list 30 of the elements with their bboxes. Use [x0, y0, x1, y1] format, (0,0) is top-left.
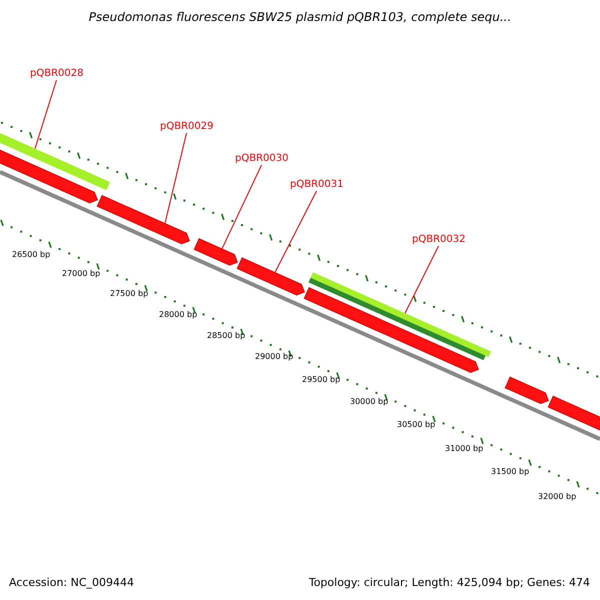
title: Pseudomonas fluorescens SBW25 plasmid pQBR103, complete sequ...: [88, 10, 512, 24]
scale-label: 26500 bp: [12, 250, 50, 260]
gene-feature: [304, 287, 479, 373]
gene-feature: [96, 195, 190, 244]
scale-label: 28500 bp: [207, 331, 246, 341]
leader-line: [34, 80, 57, 150]
gene-label: pQBR0031: [290, 179, 344, 191]
gene-feature: [194, 238, 238, 266]
scale-label: 31000 bp: [445, 444, 484, 454]
gene-feature: [236, 257, 305, 296]
leader-line: [222, 164, 262, 250]
scale-label: 29500 bp: [302, 375, 340, 385]
scale-label: 28000 bp: [159, 310, 198, 320]
leader-line: [404, 246, 439, 314]
scale-label: 32000 bp: [538, 492, 576, 502]
scale-label: 29000 bp: [255, 352, 294, 362]
gene-label: pQBR0030: [235, 153, 288, 165]
scale-label: 30000 bp: [350, 397, 388, 407]
gene-label: pQBR0028: [30, 68, 84, 80]
footer-text: Topology: circular; Length: 425,094 bp; Genes: 474: [308, 576, 590, 589]
scale-label: 27000 bp: [62, 269, 100, 279]
leader-line: [164, 132, 187, 224]
scale-label: 27500 bp: [110, 289, 148, 299]
gene-feature: [504, 376, 549, 404]
scale-label: 30500 bp: [397, 420, 436, 430]
gene-label: pQBR0029: [160, 121, 214, 133]
gene-label: pQBR0032: [412, 234, 466, 246]
footer-text: Accession: NC_009444: [9, 576, 134, 589]
scale-label: 31500 bp: [491, 467, 530, 477]
leader-line: [274, 190, 317, 273]
